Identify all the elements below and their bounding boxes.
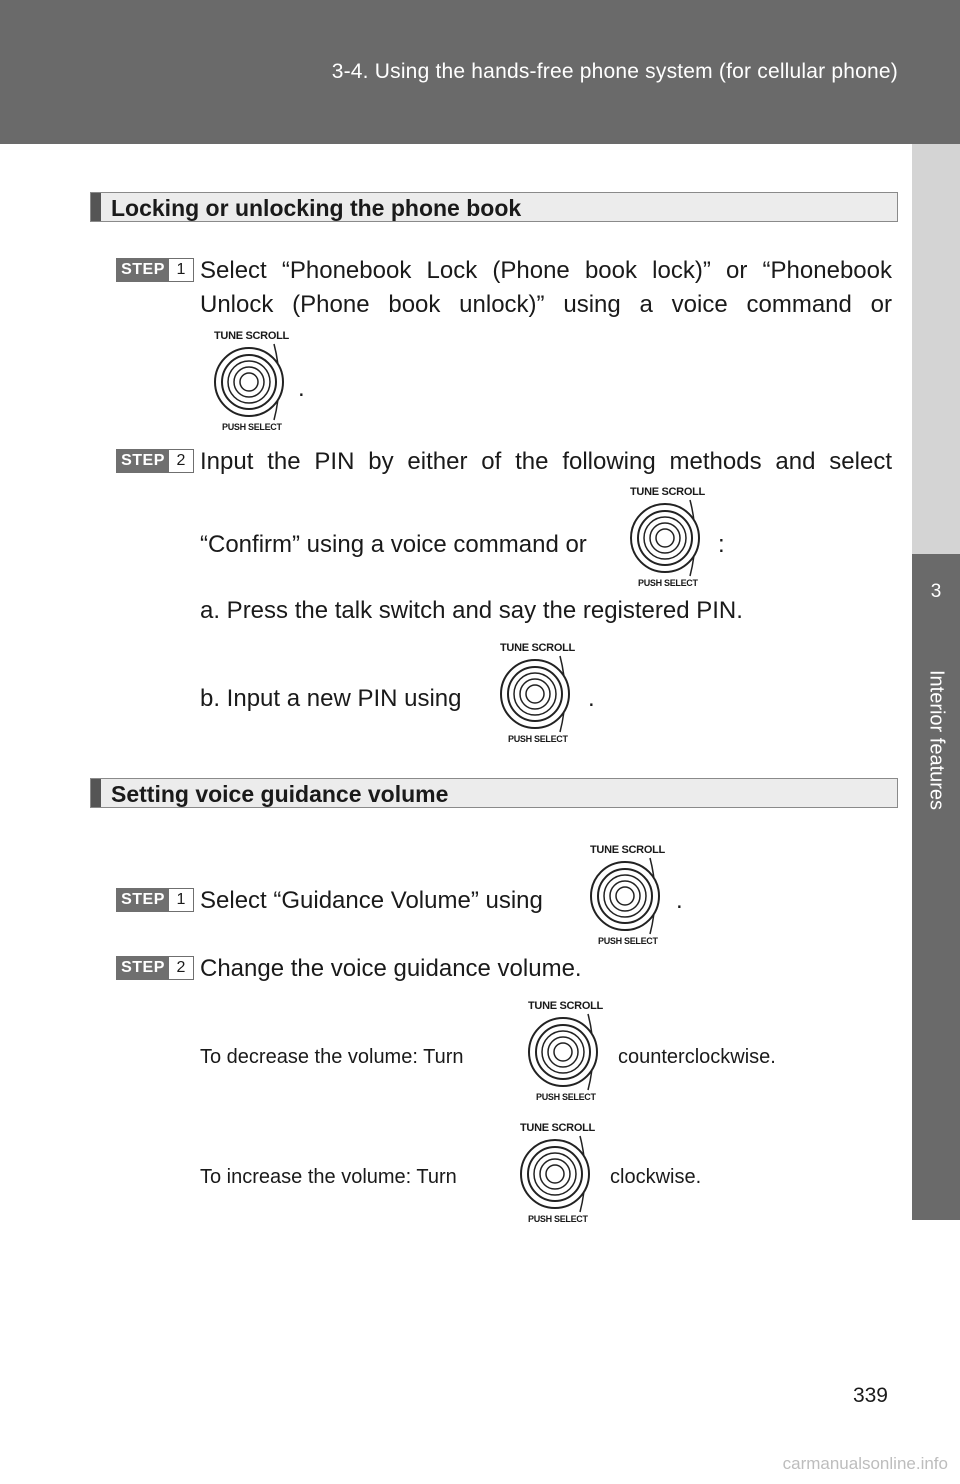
knob-top-label: TUNE SCROLL: [500, 642, 575, 654]
step-badge-label: STEP: [121, 261, 165, 278]
knob-top-label: TUNE SCROLL: [528, 1000, 603, 1012]
step-badge-number: 1: [169, 259, 193, 281]
guidance-step-1-end: .: [676, 887, 683, 914]
knob-bottom-label: PUSH SELECT: [638, 578, 698, 588]
step-1-end: .: [298, 375, 305, 402]
step-2-item-a: a. Press the talk switch and say the reg…: [200, 597, 743, 624]
step-badge-label: STEP: [121, 891, 165, 908]
step-2-badge: STEP 2: [116, 956, 194, 980]
step-2-line2-end: :: [718, 531, 725, 558]
section-heading-guidance-volume: Setting voice guidance volume: [90, 778, 898, 808]
knob-top-label: TUNE SCROLL: [630, 486, 705, 498]
chapter-tab[interactable]: [912, 630, 960, 1220]
step-2-badge: STEP 2: [116, 449, 194, 473]
step-badge-number: 2: [169, 450, 193, 472]
increase-volume-end: clockwise.: [610, 1166, 702, 1188]
knob-bottom-label: PUSH SELECT: [536, 1092, 596, 1102]
step-badge-label: STEP: [121, 452, 165, 469]
guidance-step-2-text: Change the voice guidance volume.: [200, 955, 582, 982]
section-heading-title: Locking or unlocking the phone book: [111, 195, 522, 221]
step-2-item-b: b. Input a new PIN using: [200, 685, 462, 712]
decrease-volume-text: To decrease the volume: Turn: [200, 1046, 464, 1068]
step-1-badge: STEP 1: [116, 888, 194, 912]
tune-scroll-knob-icon: TUNE SCROLL PUSH SELECT: [624, 486, 716, 590]
knob-top-label: TUNE SCROLL: [520, 1122, 595, 1134]
header-band: [0, 0, 960, 144]
step-badge-label: STEP: [121, 959, 165, 976]
step-1-text-line1: Select “Phonebook Lock (Phone book lock)…: [200, 257, 892, 284]
step-1-text-line2: Unlock (Phone book unlock)” using a voic…: [200, 291, 892, 318]
knob-bottom-label: PUSH SELECT: [598, 936, 658, 946]
page-number: 339: [852, 1384, 888, 1407]
tune-scroll-knob-icon: TUNE SCROLL PUSH SELECT: [514, 1122, 606, 1226]
chapter-tab-number[interactable]: 3: [912, 554, 960, 630]
knob-bottom-label: PUSH SELECT: [222, 422, 282, 432]
guidance-step-1-text: Select “Guidance Volume” using: [200, 887, 543, 914]
watermark: carmanualsonline.info: [782, 1454, 948, 1473]
side-tab-spacer: [912, 144, 960, 554]
step-2-text-line2: “Confirm” using a voice command or: [200, 531, 587, 558]
step-2-text-line1: Input the PIN by either of the following…: [200, 448, 892, 475]
section-heading-accent: [91, 193, 101, 221]
increase-volume-text: To increase the volume: Turn: [200, 1166, 457, 1188]
tune-scroll-knob-icon: TUNE SCROLL PUSH SELECT: [584, 844, 676, 948]
section-heading-phonebook-lock: Locking or unlocking the phone book: [90, 192, 898, 222]
knob-top-label: TUNE SCROLL: [214, 330, 289, 342]
step-badge-number: 1: [169, 889, 193, 911]
section-heading-accent: [91, 779, 101, 807]
chapter-tab-label: Interior features: [925, 669, 948, 811]
decrease-volume-end: counterclockwise.: [618, 1046, 776, 1068]
knob-bottom-label: PUSH SELECT: [528, 1214, 588, 1224]
chapter-title: 3-4. Using the hands-free phone system (…: [331, 60, 898, 83]
section-heading-title: Setting voice guidance volume: [111, 781, 449, 807]
tune-scroll-knob-icon: TUNE SCROLL PUSH SELECT: [494, 642, 586, 746]
knob-top-label: TUNE SCROLL: [590, 844, 665, 856]
knob-bottom-label: PUSH SELECT: [508, 734, 568, 744]
step-badge-number: 2: [169, 957, 193, 979]
step-2-item-b-end: .: [588, 685, 595, 712]
tune-scroll-knob-icon: TUNE SCROLL PUSH SELECT: [208, 330, 300, 434]
step-1-badge: STEP 1: [116, 258, 194, 282]
tune-scroll-knob-icon: TUNE SCROLL PUSH SELECT: [522, 1000, 614, 1104]
